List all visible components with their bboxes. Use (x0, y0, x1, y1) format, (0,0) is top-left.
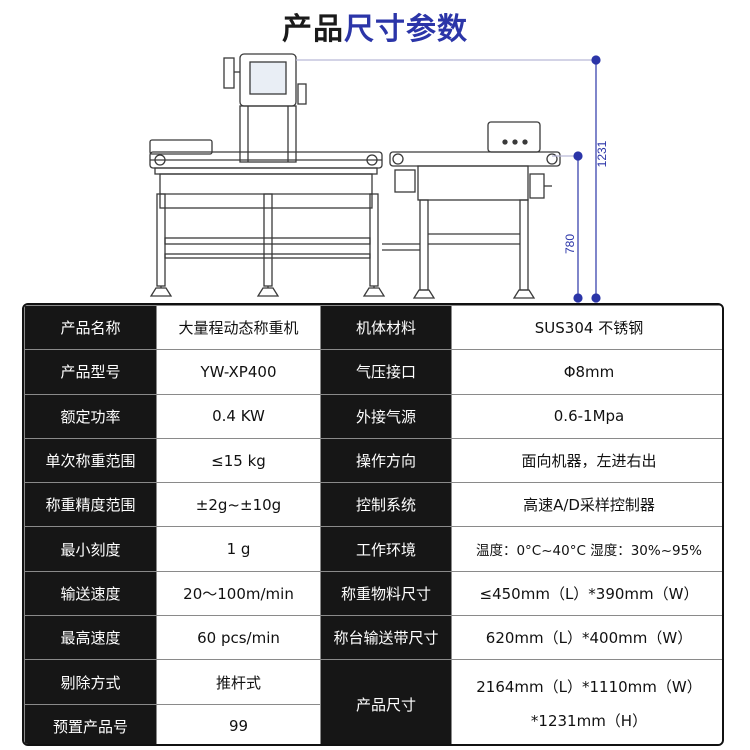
table-row: 单次称重范围 ≤15 kg 操作方向 面向机器，左进右出 (24, 437, 722, 484)
spec-value: 推杆式 (156, 659, 321, 705)
reject-control-box (487, 121, 541, 153)
spec-value: 1 g (156, 526, 321, 572)
dimension-conveyor-height: 780 (563, 234, 577, 254)
spec-label-dimensions: 产品尺寸 (320, 659, 452, 744)
spec-value: ≤15 kg (156, 437, 321, 484)
spec-label: 操作方向 (320, 437, 452, 484)
table-row: 剔除方式 推杆式 产品尺寸 2164mm（L）*1110mm（W） *1231m… (24, 659, 722, 744)
spec-label: 称台输送带尺寸 (320, 615, 452, 661)
spec-label: 输送速度 (24, 570, 157, 617)
spec-label: 单次称重范围 (24, 437, 157, 484)
spec-value: SUS304 不锈钢 (451, 305, 722, 351)
dimension-total-height: 1231 (595, 140, 609, 167)
spec-label: 机体材料 (320, 305, 452, 351)
table-row: 产品名称 大量程动态称重机 机体材料 SUS304 不锈钢 (24, 305, 722, 351)
table-row: 称重精度范围 ±2g~±10g 控制系统 高速A/D采样控制器 (24, 482, 722, 528)
spec-label: 产品型号 (24, 349, 157, 395)
table-row: 最小刻度 1 g 工作环境 温度：0°C~40°C 湿度：30%~95% (24, 526, 722, 572)
spec-label: 外接气源 (320, 393, 452, 439)
table-row: 输送速度 20～100m/min 称重物料尺寸 ≤450mm（L）*390mm（… (24, 570, 722, 617)
machine-drawing: 1231 780 (149, 53, 609, 303)
spec-value: 0.4 KW (156, 393, 321, 439)
title-part-1: 产品 (282, 12, 344, 47)
spec-value: 99 (156, 703, 321, 744)
spec-label: 剔除方式 (24, 659, 157, 705)
dimensions-line-2: *1231mm（H） (530, 712, 648, 731)
spec-value: ≤450mm（L）*390mm（W） (451, 570, 722, 617)
title-part-2: 尺寸参数 (344, 12, 468, 47)
spec-label: 产品名称 (24, 305, 157, 351)
dimensions-line-1: 2164mm（L）*1110mm（W） (476, 678, 702, 697)
spec-label: 工作环境 (320, 526, 452, 572)
spec-value: 20～100m/min (156, 570, 321, 617)
spec-label: 最高速度 (24, 615, 157, 661)
spec-value: 温度：0°C~40°C 湿度：30%~95% (451, 526, 722, 572)
spec-value: 面向机器，左进右出 (451, 437, 722, 484)
spec-label: 最小刻度 (24, 526, 157, 572)
spec-label: 称重物料尺寸 (320, 570, 452, 617)
table-row: 产品型号 YW-XP400 气压接口 Φ8mm (24, 349, 722, 395)
reject-conveyor (389, 151, 561, 167)
spec-value: Φ8mm (451, 349, 722, 395)
table-row: 预置产品号 99 (24, 703, 723, 744)
spec-label: 控制系统 (320, 482, 452, 528)
spec-value: YW-XP400 (156, 349, 321, 395)
spec-value: ±2g~±10g (156, 482, 321, 528)
spec-label: 称重精度范围 (24, 482, 157, 528)
control-column (239, 105, 297, 163)
spec-label: 额定功率 (24, 393, 157, 439)
table-row: 额定功率 0.4 KW 外接气源 0.6-1Mpa (24, 393, 722, 439)
spec-value: 大量程动态称重机 (156, 305, 321, 351)
spec-table: 产品名称 大量程动态称重机 机体材料 SUS304 不锈钢 产品型号 YW-XP… (22, 303, 724, 746)
control-screen (249, 61, 287, 95)
spec-value: 60 pcs/min (156, 615, 321, 661)
spec-value-dimensions: 2164mm（L）*1110mm（W） *1231mm（H） (451, 659, 722, 744)
page-title: 产品尺寸参数 (0, 4, 750, 47)
spec-value: 高速A/D采样控制器 (451, 482, 722, 528)
table-row: 最高速度 60 pcs/min 称台输送带尺寸 620mm（L）*400mm（W… (24, 615, 722, 661)
spec-value: 0.6-1Mpa (451, 393, 722, 439)
spec-label: 预置产品号 (24, 703, 157, 744)
spec-label: 气压接口 (320, 349, 452, 395)
spec-value: 620mm（L）*400mm（W） (451, 615, 722, 661)
stack-light (223, 57, 235, 89)
